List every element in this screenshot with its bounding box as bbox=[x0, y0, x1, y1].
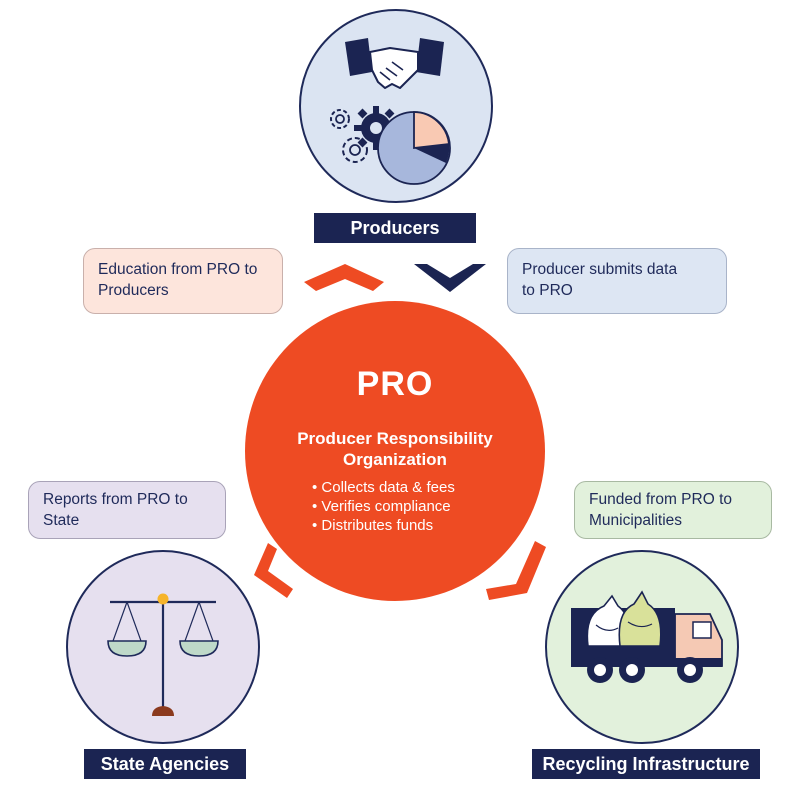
pro-bullet-item: Collects data & fees bbox=[312, 478, 454, 497]
pro-subtitle: Producer Responsibility Organization bbox=[250, 428, 540, 470]
education-note: Education from PRO to Producers bbox=[83, 248, 283, 314]
reports-note: Reports from PRO to State bbox=[28, 481, 226, 539]
handshake-gears-pie-icon bbox=[330, 38, 451, 185]
pro-bullet-item: Distributes funds bbox=[312, 516, 455, 535]
submits-note: Producer submits data to PRO bbox=[507, 248, 727, 314]
pro-bullet-item: Verifies compliance bbox=[312, 497, 455, 516]
state-agencies-label: State Agencies bbox=[84, 749, 246, 779]
education-note-line-1: Education from PRO to bbox=[98, 261, 258, 278]
pro-subtitle-line-2: Organization bbox=[343, 450, 447, 469]
funded-note-line-2: Municipalities bbox=[589, 512, 683, 529]
producers-label: Producers bbox=[314, 213, 476, 243]
reports-note-line-1: Reports from PRO to bbox=[43, 491, 188, 508]
reports-note-line-2: State bbox=[43, 512, 80, 529]
chevron-up-icon-education bbox=[304, 264, 384, 291]
recycling-infrastructure-label: Recycling Infrastructure bbox=[532, 749, 760, 779]
funded-note: Funded from PRO to Municipalities bbox=[574, 481, 772, 539]
chevron-down-icon-submits bbox=[414, 264, 486, 292]
pro-bullet-list: Collects data & fees Verifies compliance… bbox=[312, 478, 455, 535]
chevron-icon-funded bbox=[486, 541, 546, 600]
education-note-line-2: Producers bbox=[98, 282, 169, 299]
balance-scale-icon bbox=[107, 593, 219, 716]
chevron-icon-reports bbox=[254, 543, 293, 598]
pro-title: PRO bbox=[356, 365, 434, 403]
garbage-truck-icon bbox=[571, 590, 723, 683]
pro-subtitle-line-1: Producer Responsibility bbox=[297, 429, 493, 448]
submits-note-line-2: to PRO bbox=[522, 282, 573, 299]
funded-note-line-1: Funded from PRO to bbox=[589, 491, 733, 508]
submits-note-line-1: Producer submits data bbox=[522, 261, 678, 278]
